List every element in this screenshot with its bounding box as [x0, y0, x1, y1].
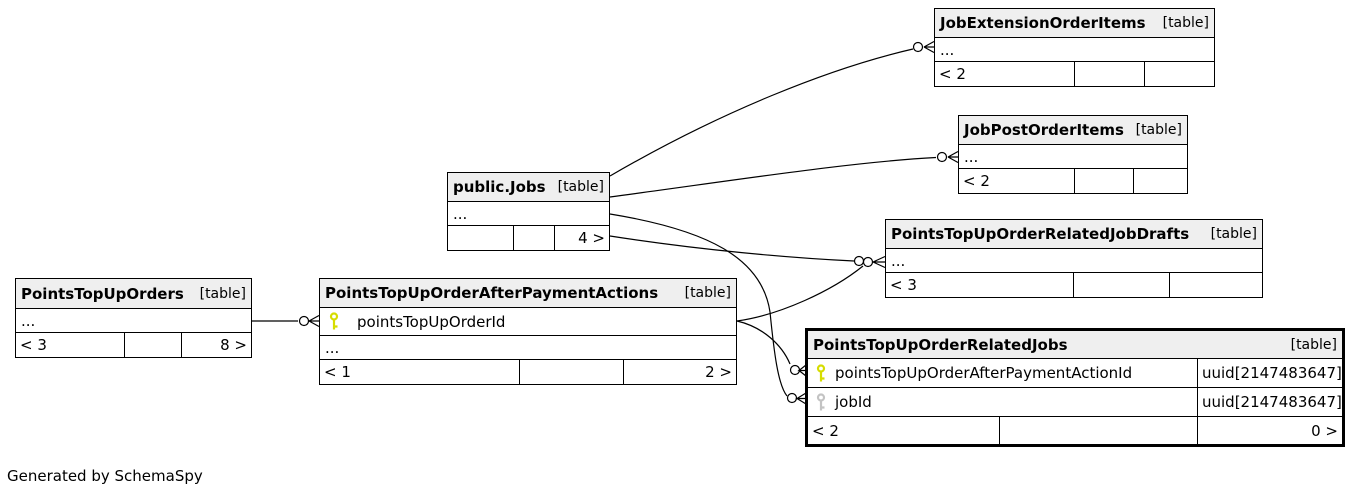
children-degree-cell: < 2 [812, 421, 839, 440]
generator-note: Generated by SchemaSpy [7, 467, 203, 485]
table-public-jobs[interactable]: public.Jobs [table] ... 4 > [447, 172, 610, 251]
parents-degree-cell: 2 > [623, 360, 736, 384]
table-name: JobExtensionOrderItems [940, 14, 1146, 32]
middle-degree-cell [519, 360, 623, 384]
zero-cardinality-dot [853, 255, 865, 267]
column-row: pointsTopUpOrderId [320, 308, 736, 336]
table-name: public.Jobs [453, 178, 546, 196]
table-type-tag: [table] [1290, 336, 1337, 353]
column-name: jobId [835, 393, 872, 411]
table-header: JobPostOrderItems [table] [959, 116, 1187, 145]
middle-degree-cell [513, 226, 554, 250]
children-degree-cell: < 3 [20, 336, 47, 354]
table-name: PointsTopUpOrderRelatedJobDrafts [891, 225, 1190, 243]
degree-row: < 3 8 > [16, 333, 251, 357]
zero-cardinality-dot [786, 392, 798, 404]
table-jobextensionorderitems[interactable]: JobExtensionOrderItems [table] ... < 2 [934, 8, 1215, 87]
primary-key-icon [329, 312, 339, 330]
degree-row: < 1 2 > [320, 360, 736, 384]
foreign-key-icon [816, 392, 826, 410]
columns-ellipsis-row: ... [320, 336, 736, 360]
table-name: PointsTopUpOrderAfterPaymentActions [325, 284, 659, 302]
table-type-tag: [table] [1162, 15, 1209, 31]
columns-ellipsis-row: ... [886, 249, 1262, 273]
table-name: JobPostOrderItems [964, 121, 1124, 139]
children-degree-cell: < 3 [890, 276, 917, 294]
column-row: pointsTopUpOrderAfterPaymentActionId uui… [808, 359, 1342, 388]
table-jobpostorderitems[interactable]: JobPostOrderItems [table] ... < 2 [958, 115, 1188, 194]
columns-ellipsis-row: ... [959, 145, 1187, 169]
edge-afterpaymentactions-to-relatedjobdrafts [736, 265, 864, 322]
zero-cardinality-dot [936, 151, 948, 163]
table-pointstopuporders[interactable]: PointsTopUpOrders [table] ... < 3 8 > [15, 278, 252, 358]
table-pointstopuporderrelatedjobs[interactable]: PointsTopUpOrderRelatedJobs [table] poin… [805, 328, 1345, 447]
column-type-cell: uuid[2147483647] [1197, 359, 1342, 387]
table-pointstopuporderrelatedjobdrafts[interactable]: PointsTopUpOrderRelatedJobDrafts [table]… [885, 219, 1263, 298]
edge-afterpaymentactions-to-relatedjobs [736, 320, 791, 365]
crowfoot-icon [923, 40, 935, 54]
table-header: PointsTopUpOrderRelatedJobs [table] [808, 331, 1342, 359]
parents-degree-cell: 8 > [181, 333, 251, 357]
table-header: PointsTopUpOrders [table] [16, 279, 251, 309]
children-degree-cell: < 2 [939, 65, 966, 83]
degree-row: < 3 [886, 273, 1262, 297]
table-header: PointsTopUpOrderRelatedJobDrafts [table] [886, 220, 1262, 249]
columns-ellipsis-row: ... [16, 309, 251, 333]
column-name-cell: jobId [808, 388, 1197, 416]
parents-degree-cell: 4 > [554, 226, 609, 250]
middle-degree-cell [1074, 169, 1133, 193]
crowfoot-icon [797, 364, 807, 377]
middle-degree-cell [124, 333, 181, 357]
children-degree-cell: < 2 [963, 172, 990, 190]
middle-degree-cell [1073, 273, 1169, 297]
edge-jobs-to-relatedjobs-jobid [609, 213, 788, 397]
column-name: pointsTopUpOrderAfterPaymentActionId [835, 364, 1133, 382]
crowfoot-icon [872, 255, 886, 269]
degree-row: < 2 [959, 169, 1187, 193]
table-type-tag: [table] [684, 285, 731, 301]
table-name: PointsTopUpOrders [21, 284, 184, 303]
table-pointstopuporderafterpaymentactions[interactable]: PointsTopUpOrderAfterPaymentActions [tab… [319, 278, 737, 385]
table-name: PointsTopUpOrderRelatedJobs [813, 335, 1068, 354]
degree-row: 4 > [448, 226, 609, 250]
zero-cardinality-dot [912, 41, 924, 53]
crowfoot-icon [794, 392, 807, 405]
children-degree-cell [448, 226, 513, 250]
crowfoot-icon [947, 150, 959, 164]
crowfoot-icon [308, 314, 320, 328]
parents-degree-cell [1133, 169, 1187, 193]
column-name-cell: pointsTopUpOrderAfterPaymentActionId [808, 359, 1197, 387]
columns-ellipsis-row: ... [448, 202, 609, 226]
degree-row: < 2 0 > [808, 417, 1342, 444]
parents-degree-cell [1169, 273, 1262, 297]
middle-degree-cell [1074, 62, 1144, 86]
columns-ellipsis-row: ... [935, 38, 1214, 62]
table-header: JobExtensionOrderItems [table] [935, 9, 1214, 38]
primary-key-icon [816, 363, 826, 381]
parents-degree-cell [1144, 62, 1214, 86]
edge-jobs-to-jobextensionorderitems [609, 48, 914, 177]
degree-row: < 2 [935, 62, 1214, 86]
column-name: pointsTopUpOrderId [357, 312, 506, 331]
middle-degree-cell [999, 417, 1197, 444]
edge-jobs-to-relatedjobdrafts [609, 235, 855, 262]
table-type-tag: [table] [557, 179, 604, 195]
zero-cardinality-dot [789, 364, 801, 376]
zero-cardinality-dot [862, 256, 874, 268]
edge-jobs-to-jobpostorderitems [609, 156, 937, 198]
table-type-tag: [table] [199, 285, 246, 302]
column-type-cell: uuid[2147483647] [1197, 388, 1342, 416]
table-header: PointsTopUpOrderAfterPaymentActions [tab… [320, 279, 736, 308]
zero-cardinality-dot [298, 315, 310, 327]
table-header: public.Jobs [table] [448, 173, 609, 202]
table-type-tag: [table] [1210, 226, 1257, 242]
column-row: jobId uuid[2147483647] [808, 388, 1342, 417]
table-type-tag: [table] [1135, 122, 1182, 138]
children-degree-cell: < 1 [324, 363, 351, 381]
parents-degree-cell: 0 > [1197, 417, 1342, 444]
